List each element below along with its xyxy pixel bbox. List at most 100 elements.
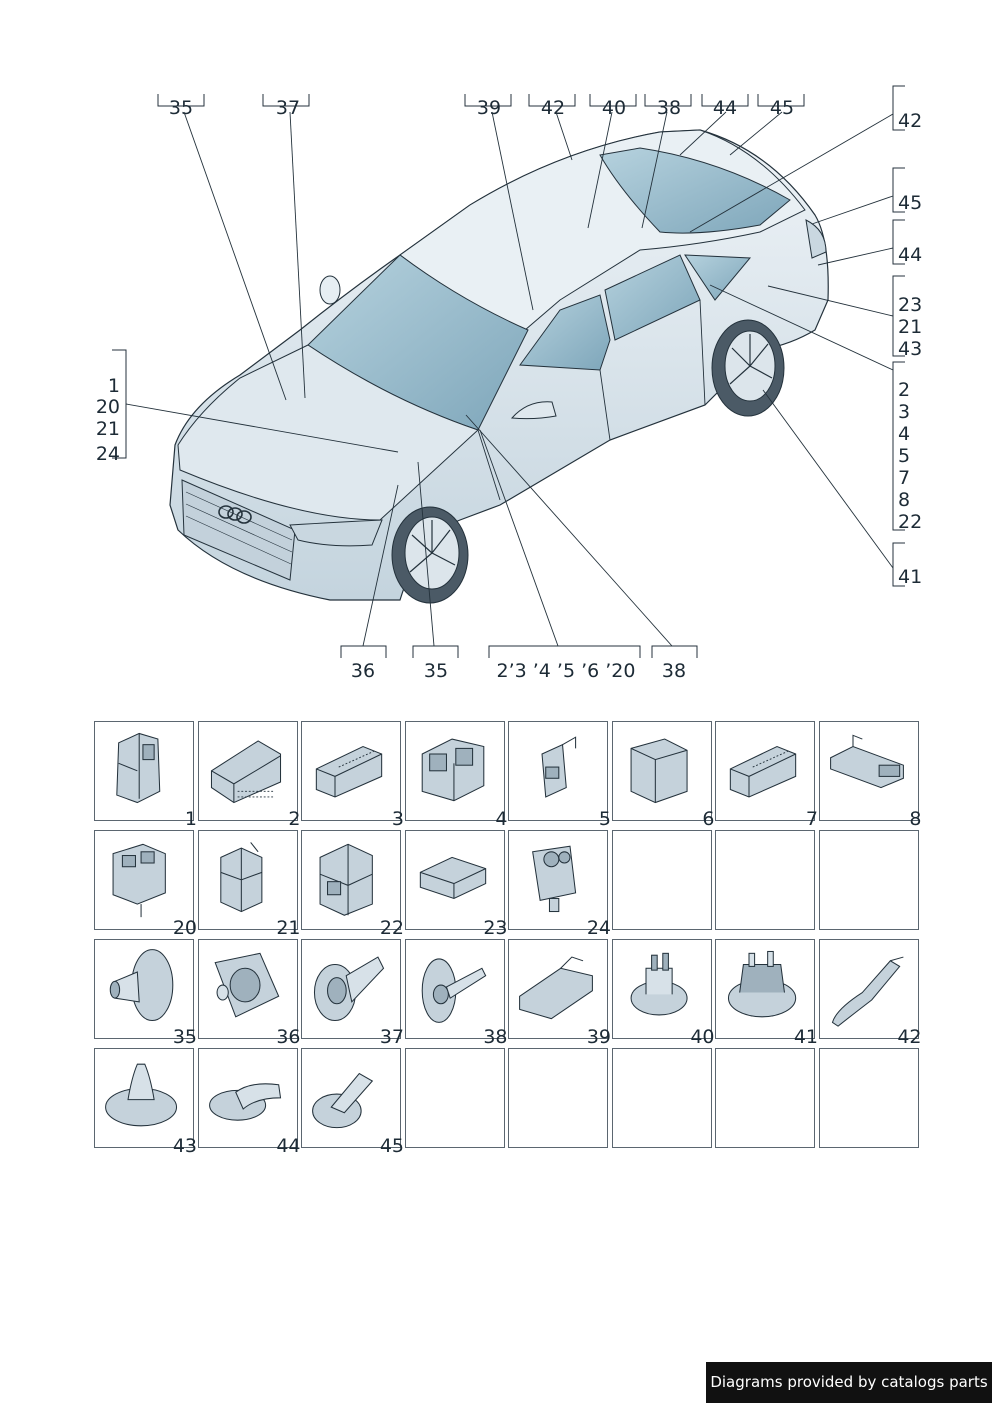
part-number: 44 xyxy=(276,1135,301,1157)
part-number: 23 xyxy=(483,917,508,939)
top-callout-label: 44 xyxy=(713,97,737,119)
part-cell-44[interactable]: 44 xyxy=(197,1048,301,1156)
part-cell-22[interactable]: 22 xyxy=(301,830,404,938)
grommet-angled-tube-icon xyxy=(312,1072,374,1129)
part-cell-empty xyxy=(508,1048,608,1148)
top-callout-label: 39 xyxy=(477,97,501,119)
part-cell-39[interactable]: 39 xyxy=(508,939,611,1047)
part-number: 40 xyxy=(690,1026,715,1048)
right-callout-label: 8 xyxy=(898,489,910,511)
part-number: 35 xyxy=(172,1026,197,1048)
grommet-multi-port-icon xyxy=(630,952,688,1016)
grommet-flat-channel-icon xyxy=(519,956,593,1020)
connector-flat-multipin-icon xyxy=(210,740,281,804)
part-number: 21 xyxy=(276,917,301,939)
right-callout-label: 23 xyxy=(898,294,922,316)
part-cell-42[interactable]: 42 xyxy=(818,939,922,1047)
left-callout-label: 20 xyxy=(96,396,120,418)
part-cell-35[interactable]: 35 xyxy=(94,939,197,1047)
part-number: 45 xyxy=(379,1135,404,1157)
grommet-multi-port-large-icon xyxy=(727,950,797,1018)
leader-lines xyxy=(125,111,894,647)
footer-credit: Diagrams provided by catalogs parts xyxy=(706,1362,992,1403)
part-cell-8[interactable]: 8 xyxy=(818,721,922,829)
bottom-callout-label: 35 xyxy=(424,660,448,682)
top-callout-label: 42 xyxy=(541,97,565,119)
right-callout-label: 21 xyxy=(898,316,922,338)
right-callout-label: 2 xyxy=(898,379,910,401)
grommet-large-conical-icon xyxy=(109,949,174,1022)
part-cell-7[interactable]: 7 xyxy=(715,721,818,829)
part-cell-37[interactable]: 37 xyxy=(301,939,404,1047)
part-number: 22 xyxy=(379,917,404,939)
part-number: 5 xyxy=(598,808,611,830)
part-number: 20 xyxy=(172,917,197,939)
part-number: 38 xyxy=(483,1026,508,1048)
connector-housing-box-icon xyxy=(630,738,688,804)
grommet-round-dome-icon xyxy=(105,1063,178,1127)
connector-small-latch-icon xyxy=(541,736,577,798)
part-cell-40[interactable]: 40 xyxy=(611,939,715,1047)
top-callout-label: 37 xyxy=(276,97,300,119)
part-cell-41[interactable]: 41 xyxy=(715,939,818,1047)
part-cell-empty xyxy=(715,1048,815,1148)
part-number: 4 xyxy=(495,808,508,830)
right-callout-label: 43 xyxy=(898,338,922,360)
left-callout-label: 24 xyxy=(96,443,120,465)
part-cell-empty xyxy=(611,1048,712,1148)
part-cell-4[interactable]: 4 xyxy=(404,721,508,829)
part-cell-24[interactable]: 24 xyxy=(508,830,611,938)
part-number: 39 xyxy=(586,1026,611,1048)
part-cell-1[interactable]: 1 xyxy=(94,721,197,829)
grommet-oval-tube-icon xyxy=(421,958,486,1023)
connector-slim-plug-icon xyxy=(419,856,486,900)
part-cell-empty xyxy=(404,1048,505,1148)
part-cell-6[interactable]: 6 xyxy=(611,721,715,829)
top-callout-label: 40 xyxy=(602,97,626,119)
part-cell-20[interactable]: 20 xyxy=(94,830,197,938)
part-cell-2[interactable]: 2 xyxy=(197,721,301,829)
part-number: 3 xyxy=(391,808,404,830)
right-callout-label: 45 xyxy=(898,192,922,214)
part-number: 43 xyxy=(172,1135,197,1157)
left-callout-label: 1 xyxy=(108,375,120,397)
part-number: 37 xyxy=(379,1026,404,1048)
part-number: 2 xyxy=(288,808,301,830)
top-callout-label: 45 xyxy=(770,97,794,119)
part-cell-3[interactable]: 3 xyxy=(301,721,404,829)
grommet-hose-long-icon xyxy=(831,956,904,1027)
top-callout-label: 38 xyxy=(657,97,681,119)
connector-housing-square-icon xyxy=(112,843,166,918)
part-number: 1 xyxy=(184,808,197,830)
left-callouts: 1 20 21 24 xyxy=(96,349,127,465)
part-cell-36[interactable]: 36 xyxy=(197,939,301,1047)
part-cell-38[interactable]: 38 xyxy=(404,939,508,1047)
part-number: 6 xyxy=(702,808,715,830)
right-callout-label: 22 xyxy=(898,511,922,533)
part-number: 8 xyxy=(909,808,922,830)
connector-housing-tall-icon xyxy=(116,732,161,804)
part-cell-empty xyxy=(611,830,712,930)
part-cell-23[interactable]: 23 xyxy=(404,830,508,938)
part-cell-5[interactable]: 5 xyxy=(508,721,611,829)
right-callout-label: 3 xyxy=(898,401,910,423)
part-cell-empty xyxy=(818,830,919,930)
right-callouts: 42 45 44 23 21 43 2 3 4 5 7 8 22 41 xyxy=(892,85,922,588)
part-cell-21[interactable]: 21 xyxy=(197,830,301,938)
part-cell-45[interactable]: 45 xyxy=(301,1048,404,1156)
part-number: 36 xyxy=(276,1026,301,1048)
grommet-square-flange-icon xyxy=(214,952,279,1018)
part-number: 7 xyxy=(805,808,818,830)
right-callout-label: 5 xyxy=(898,445,910,467)
bottom-callout-label: 36 xyxy=(351,660,375,682)
car-wiring-diagram: 35 37 39 42 40 38 44 45 42 45 44 23 21 4… xyxy=(96,85,922,682)
bottom-callout-label: 2’3 ’4 ’5 ’6 ’20 xyxy=(497,660,636,682)
connector-multipin-block-icon xyxy=(729,745,797,798)
left-callout-label: 21 xyxy=(96,418,120,440)
part-number: 41 xyxy=(793,1026,818,1048)
bottom-callout-label: 38 xyxy=(662,660,686,682)
part-cell-empty xyxy=(715,830,815,930)
connector-housing-latched-icon xyxy=(219,842,262,913)
part-cell-43[interactable]: 43 xyxy=(94,1048,197,1156)
